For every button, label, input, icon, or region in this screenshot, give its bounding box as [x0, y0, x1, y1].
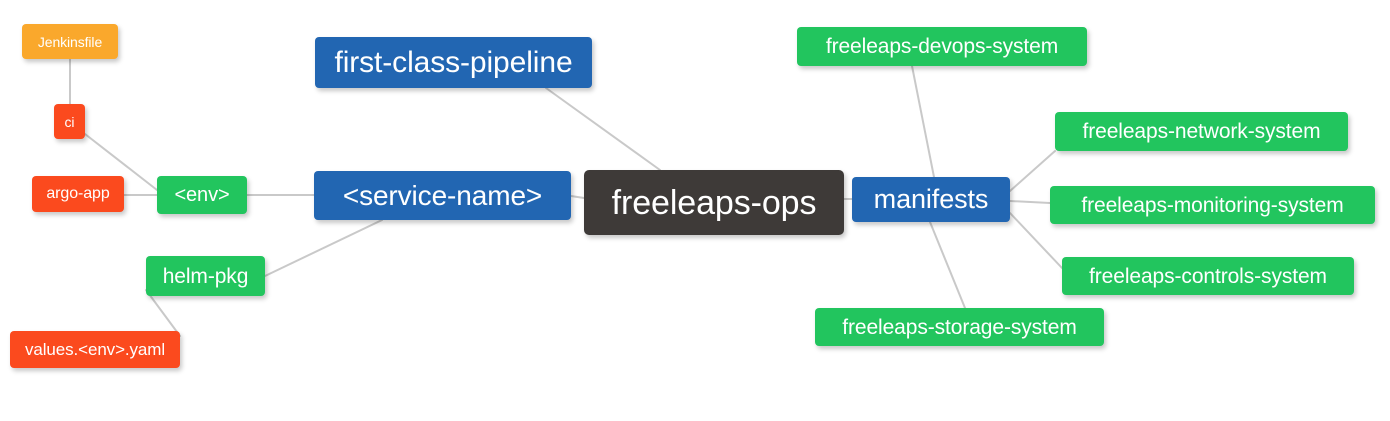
- edge-first-class-pipeline-to-freeleaps-ops: [545, 87, 661, 171]
- node-values-env-yaml[interactable]: values.<env>.yaml: [10, 331, 180, 368]
- edge-helm-pkg-to-values-env-yaml: [145, 289, 181, 337]
- node-freeleaps-ops[interactable]: freeleaps-ops: [584, 170, 844, 235]
- edge-service-name-to-freeleaps-ops: [570, 195, 585, 199]
- node-helm-pkg[interactable]: helm-pkg: [146, 256, 265, 296]
- node-label-env: <env>: [174, 184, 230, 206]
- node-label-service-name: <service-name>: [342, 179, 543, 211]
- node-argo-app[interactable]: argo-app: [32, 176, 124, 212]
- edge-manifests-to-freeleaps-devops-system: [911, 65, 935, 178]
- node-freeleaps-controls-system[interactable]: freeleaps-controls-system: [1062, 257, 1354, 295]
- node-freeleaps-network-system[interactable]: freeleaps-network-system: [1055, 112, 1348, 151]
- node-label-argo-app: argo-app: [46, 185, 110, 202]
- node-manifests[interactable]: manifests: [852, 177, 1010, 222]
- edge-service-name-to-helm-pkg: [264, 219, 383, 277]
- node-jenkinsfile[interactable]: Jenkinsfile: [22, 24, 118, 59]
- node-label-jenkinsfile: Jenkinsfile: [37, 33, 103, 50]
- node-label-freeleaps-ops: freeleaps-ops: [611, 183, 817, 222]
- edge-manifests-to-freeleaps-monitoring-system: [1009, 200, 1051, 204]
- node-label-manifests: manifests: [873, 184, 989, 214]
- node-label-values-env-yaml: values.<env>.yaml: [24, 340, 166, 359]
- node-label-freeleaps-devops-system: freeleaps-devops-system: [825, 35, 1059, 58]
- node-first-class-pipeline[interactable]: first-class-pipeline: [315, 37, 592, 88]
- node-label-freeleaps-controls-system: freeleaps-controls-system: [1089, 264, 1327, 288]
- node-label-freeleaps-storage-system: freeleaps-storage-system: [842, 315, 1077, 339]
- node-ci[interactable]: ci: [54, 104, 85, 139]
- node-freeleaps-storage-system[interactable]: freeleaps-storage-system: [815, 308, 1104, 346]
- node-env[interactable]: <env>: [157, 176, 247, 214]
- edge-manifests-to-freeleaps-storage-system: [929, 221, 966, 309]
- node-label-helm-pkg: helm-pkg: [162, 264, 249, 288]
- node-label-ci: ci: [64, 113, 75, 130]
- edge-manifests-to-freeleaps-network-system: [1009, 150, 1056, 192]
- node-freeleaps-devops-system[interactable]: freeleaps-devops-system: [797, 27, 1087, 66]
- node-label-freeleaps-monitoring-system: freeleaps-monitoring-system: [1081, 193, 1344, 217]
- node-label-freeleaps-network-system: freeleaps-network-system: [1082, 120, 1321, 143]
- node-label-first-class-pipeline: first-class-pipeline: [334, 45, 573, 79]
- node-service-name[interactable]: <service-name>: [314, 171, 571, 220]
- node-freeleaps-monitoring-system[interactable]: freeleaps-monitoring-system: [1050, 186, 1375, 224]
